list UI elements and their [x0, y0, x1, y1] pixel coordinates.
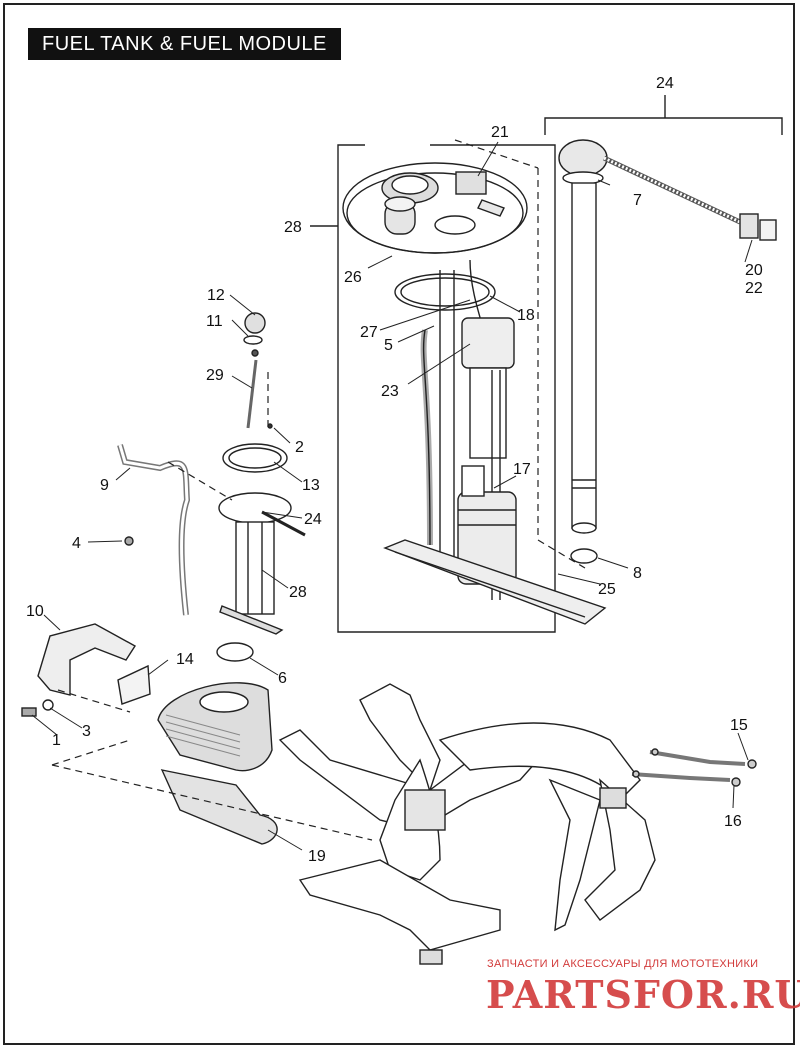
gasket-13 — [222, 443, 288, 473]
callout-3: 3 — [82, 723, 91, 740]
pad-14 — [117, 664, 151, 705]
callout-25: 25 — [598, 581, 616, 598]
sender-cap — [558, 139, 608, 177]
callout-21: 21 — [491, 124, 509, 141]
sender-bracket — [544, 117, 783, 135]
callout-20: 20 — [745, 262, 763, 279]
clip-4 — [124, 536, 134, 546]
fuel-line-16 — [631, 772, 731, 782]
fuel-line-9 — [117, 444, 191, 616]
pump-housing-23 — [461, 317, 515, 369]
callout-5: 5 — [384, 337, 393, 354]
callout-7: 7 — [633, 192, 642, 209]
callout-6: 6 — [278, 670, 287, 687]
bracket-10 — [37, 623, 136, 696]
callout-16: 16 — [724, 813, 742, 830]
gasket-11 — [243, 335, 263, 345]
watermark-tagline: ЗАПЧАСТИ И АКСЕССУАРЫ ДЛЯ МОТОТЕХНИКИ — [487, 958, 759, 970]
connector-21 — [455, 171, 487, 195]
callout-14: 14 — [176, 651, 194, 668]
callout-17: 17 — [513, 461, 531, 478]
sender-connector-20 — [739, 213, 759, 239]
callout-12: 12 — [207, 287, 225, 304]
module-group-bracket — [337, 144, 556, 633]
fuel-cap-12 — [244, 312, 266, 334]
callout-19: 19 — [308, 848, 326, 865]
callout-2: 2 — [295, 439, 304, 456]
level-sender-tube — [571, 182, 597, 529]
o-ring-7 — [562, 171, 604, 185]
callout-29: 29 — [206, 367, 224, 384]
callout-11: 11 — [206, 313, 223, 330]
module-flange-small — [218, 492, 292, 524]
callout-4: 4 — [72, 535, 81, 552]
washer-3 — [42, 699, 54, 711]
callout-28-small: 28 — [289, 584, 307, 601]
motorcycle-frame — [278, 683, 656, 965]
watermark-logo: PARTSFOR.RU — [486, 972, 800, 1017]
page-title: FUEL TANK & FUEL MODULE — [28, 28, 341, 60]
callout-10: 10 — [26, 603, 44, 620]
filter-tray-25 — [383, 539, 607, 625]
callout-15: 15 — [730, 717, 748, 734]
o-ring-18 — [394, 273, 496, 311]
callout-23: 23 — [381, 383, 399, 400]
o-ring-6 — [216, 642, 254, 662]
retaining-ring-8 — [570, 548, 598, 564]
callout-27: 27 — [360, 324, 378, 341]
callout-13: 13 — [302, 477, 320, 494]
bolt-1 — [21, 707, 37, 717]
callout-1: 1 — [52, 732, 61, 749]
callout-28-module: 28 — [284, 219, 302, 236]
callout-22: 22 — [745, 280, 763, 297]
callout-24-module: 24 — [304, 511, 322, 528]
vent-29 — [246, 359, 258, 429]
callout-24-sender: 24 — [656, 75, 674, 92]
callout-18: 18 — [517, 307, 535, 324]
callout-26: 26 — [344, 269, 362, 286]
callout-8: 8 — [633, 565, 642, 582]
diagram-frame — [3, 3, 795, 1045]
callout-9: 9 — [100, 477, 109, 494]
fuel-line-15 — [649, 750, 746, 766]
